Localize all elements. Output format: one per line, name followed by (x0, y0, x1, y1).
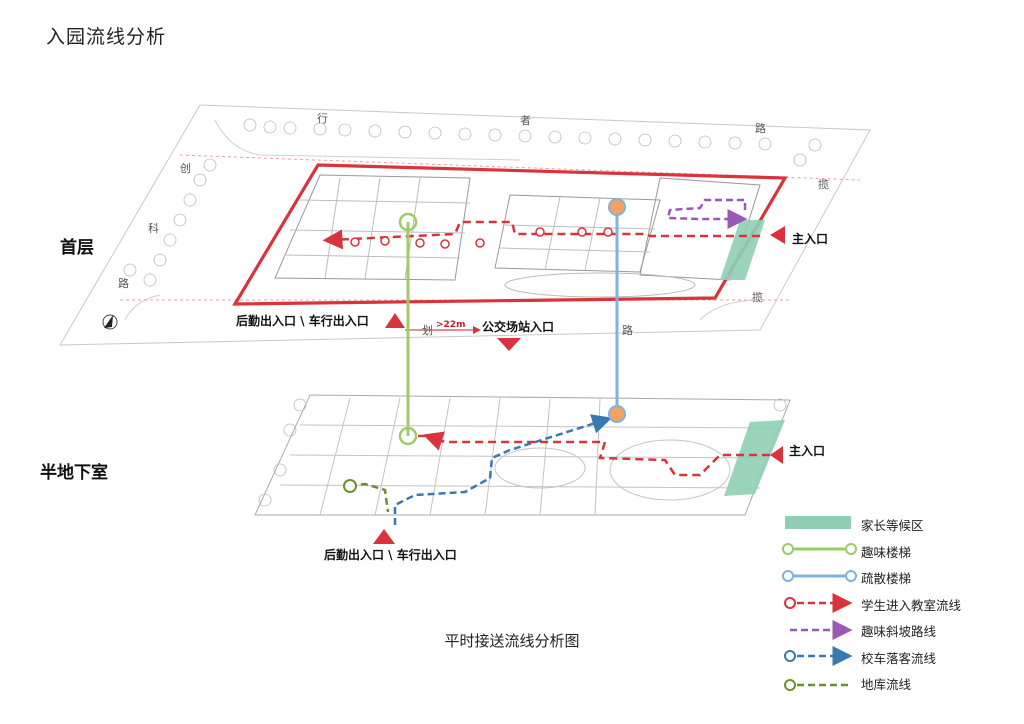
basement-evac-stair-node (608, 405, 626, 423)
ground-ramp-flow (666, 198, 748, 229)
street-left-char-2: 科 (148, 222, 159, 235)
street-top-char-2: 者 (520, 114, 531, 127)
street-right-char-2: 揽 (752, 291, 763, 304)
ground-student-flow (322, 220, 760, 250)
ground-bus-entrance-marker (497, 338, 521, 351)
legend-swatches (782, 516, 857, 691)
legend-label: 趣味斜坡路线 (861, 624, 937, 639)
ground-classroom-markers (350, 227, 613, 249)
legend-item-ramp-flow: 趣味斜坡路线 (783, 618, 1013, 645)
floor-label-basement: 半地下室 (40, 463, 108, 483)
basement-service-entrance-marker (373, 529, 395, 544)
north-arrow-icon (102, 314, 118, 330)
legend: 家长等候区 趣味楼梯 疏散楼梯 学生进入教室流线 趣味斜坡路线 校车落客流线 地… (783, 512, 1013, 698)
basement-main-entrance-label: 主入口 (789, 444, 826, 458)
figure-caption: 平时接送流线分析图 (444, 632, 580, 650)
basement-service-entrance-label: 后勤出入口 \ 车行出入口 (324, 548, 457, 562)
legend-label: 地库流线 (861, 677, 912, 692)
parent-waiting-area-basement (724, 420, 785, 496)
basement-floor-plan (254, 394, 791, 516)
legend-label: 家长等候区 (861, 518, 924, 533)
legend-label: 校车落客流线 (861, 650, 937, 666)
site-boundary-red (232, 163, 788, 306)
street-left-char-3: 路 (118, 277, 129, 290)
street-left-char-1: 创 (180, 162, 191, 175)
legend-label: 趣味楼梯 (861, 544, 912, 560)
legend-item-feature-stair: 趣味楼梯 (783, 539, 1013, 566)
basement-garage-node (343, 479, 357, 493)
legend-item-garage-flow: 地库流线 (783, 671, 1013, 698)
ground-main-entrance-marker (770, 226, 785, 244)
ground-feature-stair-node (398, 212, 418, 232)
page-title: 入园流线分析 (46, 26, 167, 48)
trees (123, 118, 822, 287)
street-top-char-3: 路 (755, 122, 766, 135)
legend-item-parent-area: 家长等候区 (783, 512, 1013, 539)
ground-main-entrance-label: 主入口 (792, 232, 829, 246)
ground-evac-stair-node (608, 198, 626, 216)
ground-bus-entrance-label: 公交场站入口 (482, 320, 555, 334)
basement-student-flow (422, 431, 770, 477)
legend-item-evac-stair: 疏散楼梯 (783, 565, 1013, 592)
legend-label: 疏散楼梯 (861, 571, 912, 586)
legend-item-student-flow: 学生进入教室流线 (783, 592, 1013, 619)
basement-feature-stair-node (398, 426, 418, 446)
parent-waiting-area-ground (720, 220, 765, 280)
basement-garage-flow (349, 482, 390, 513)
basement-main-entrance-marker (770, 446, 783, 464)
legend-item-bus-flow: 校车落客流线 (783, 645, 1013, 672)
street-bottom-char-2: 路 (622, 324, 633, 337)
street-right-char-1: 揽 (818, 178, 829, 191)
distance-label: >22m (436, 320, 466, 330)
ground-service-entrance-marker (385, 313, 405, 328)
basement-trees (258, 398, 787, 507)
street-bottom-char-1: 划 (422, 324, 433, 337)
street-top-char-1: 行 (317, 112, 328, 125)
basement-bus-flow (393, 414, 613, 525)
floor-label-ground: 首层 (60, 238, 94, 258)
ground-service-entrance-label: 后勤出入口 \ 车行出入口 (236, 314, 369, 328)
legend-label: 学生进入教室流线 (861, 597, 962, 613)
